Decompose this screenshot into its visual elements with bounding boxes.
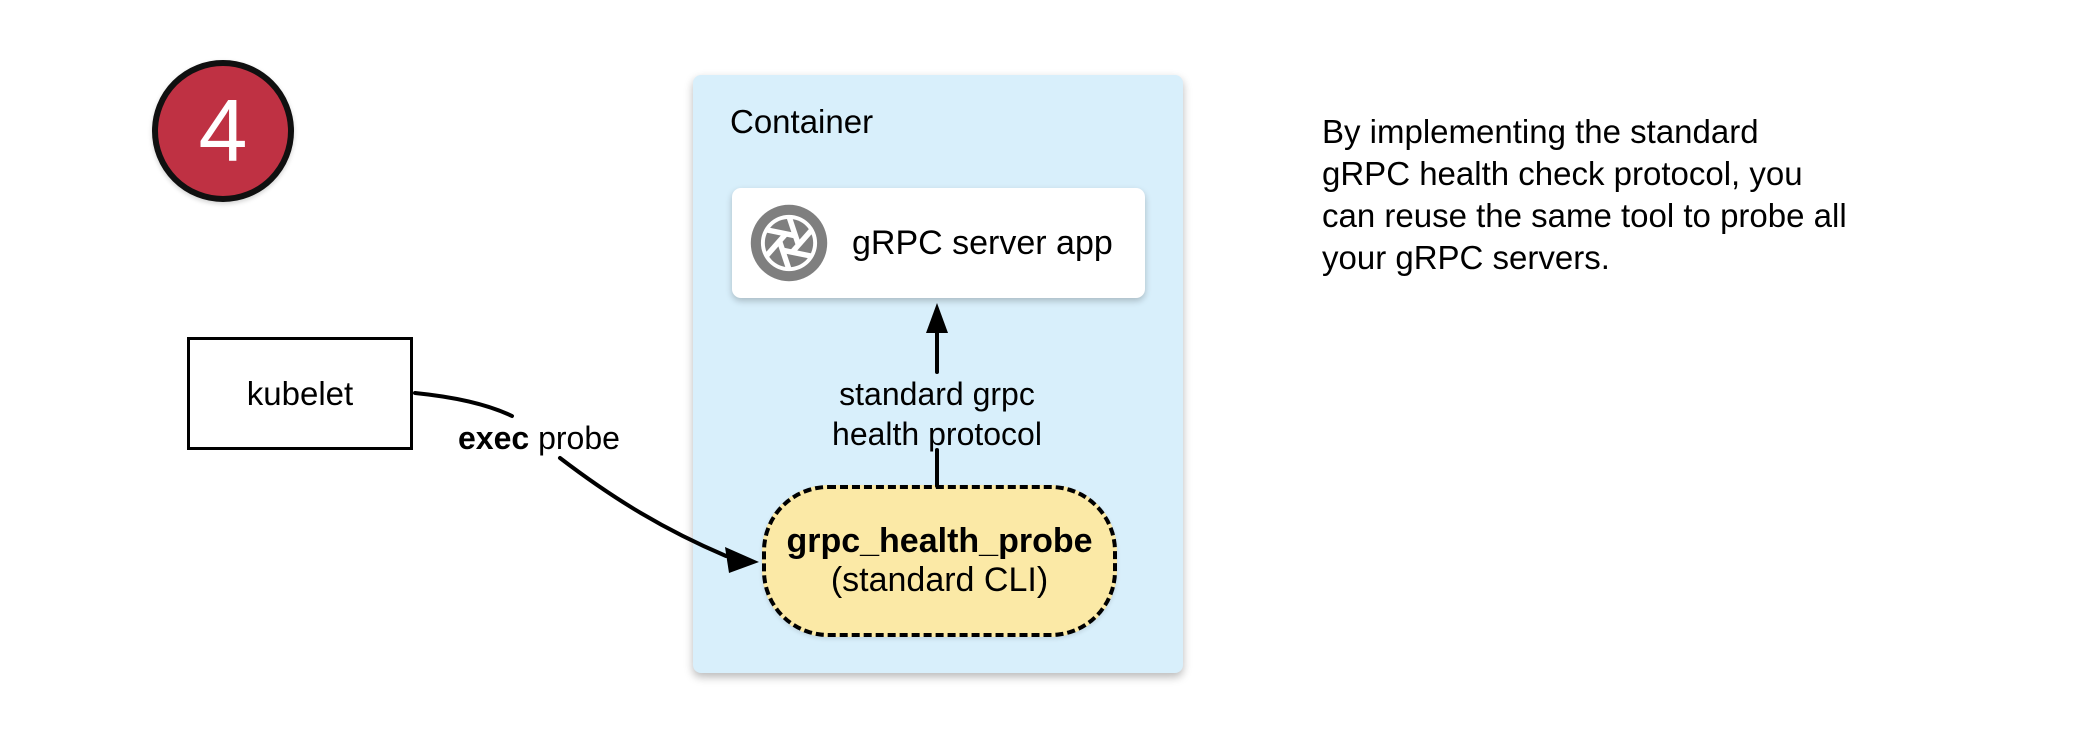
grpc-health-probe-subtitle: (standard CLI) bbox=[830, 561, 1049, 599]
kubelet-box: kubelet bbox=[187, 337, 413, 450]
aperture-icon bbox=[750, 204, 828, 282]
note-line: can reuse the same tool to probe all bbox=[1322, 197, 1847, 234]
exec-probe-label: exec probe bbox=[458, 420, 620, 457]
grpc-health-probe-box: grpc_health_probe (standard CLI) bbox=[762, 485, 1117, 637]
kubelet-label: kubelet bbox=[246, 374, 354, 412]
grpc-server-app-box: gRPC server app bbox=[732, 188, 1145, 298]
grpc-health-probe-title: grpc_health_probe bbox=[786, 522, 1093, 560]
step-number-badge: 4 bbox=[152, 60, 294, 202]
health-protocol-arrow-label-line2: health protocol bbox=[832, 416, 1042, 452]
grpc-server-app-label: gRPC server app bbox=[852, 223, 1113, 262]
step-number: 4 bbox=[198, 81, 248, 180]
exec-probe-label-rest: probe bbox=[529, 420, 620, 456]
container-title: Container bbox=[730, 103, 874, 140]
note-line: gRPC health check protocol, you bbox=[1322, 155, 1803, 192]
exec-probe-label-bold: exec bbox=[458, 420, 530, 456]
note-line: By implementing the standard bbox=[1322, 113, 1759, 150]
note-line: your gRPC servers. bbox=[1322, 239, 1610, 276]
note-text: By implementing the standard gRPC health… bbox=[1322, 111, 1847, 279]
health-protocol-arrow-label: standard grpc health protocol bbox=[832, 374, 1042, 454]
health-protocol-arrow-label-line1: standard grpc bbox=[839, 376, 1035, 412]
container-box: Container gRPC server app standard g bbox=[693, 75, 1183, 673]
